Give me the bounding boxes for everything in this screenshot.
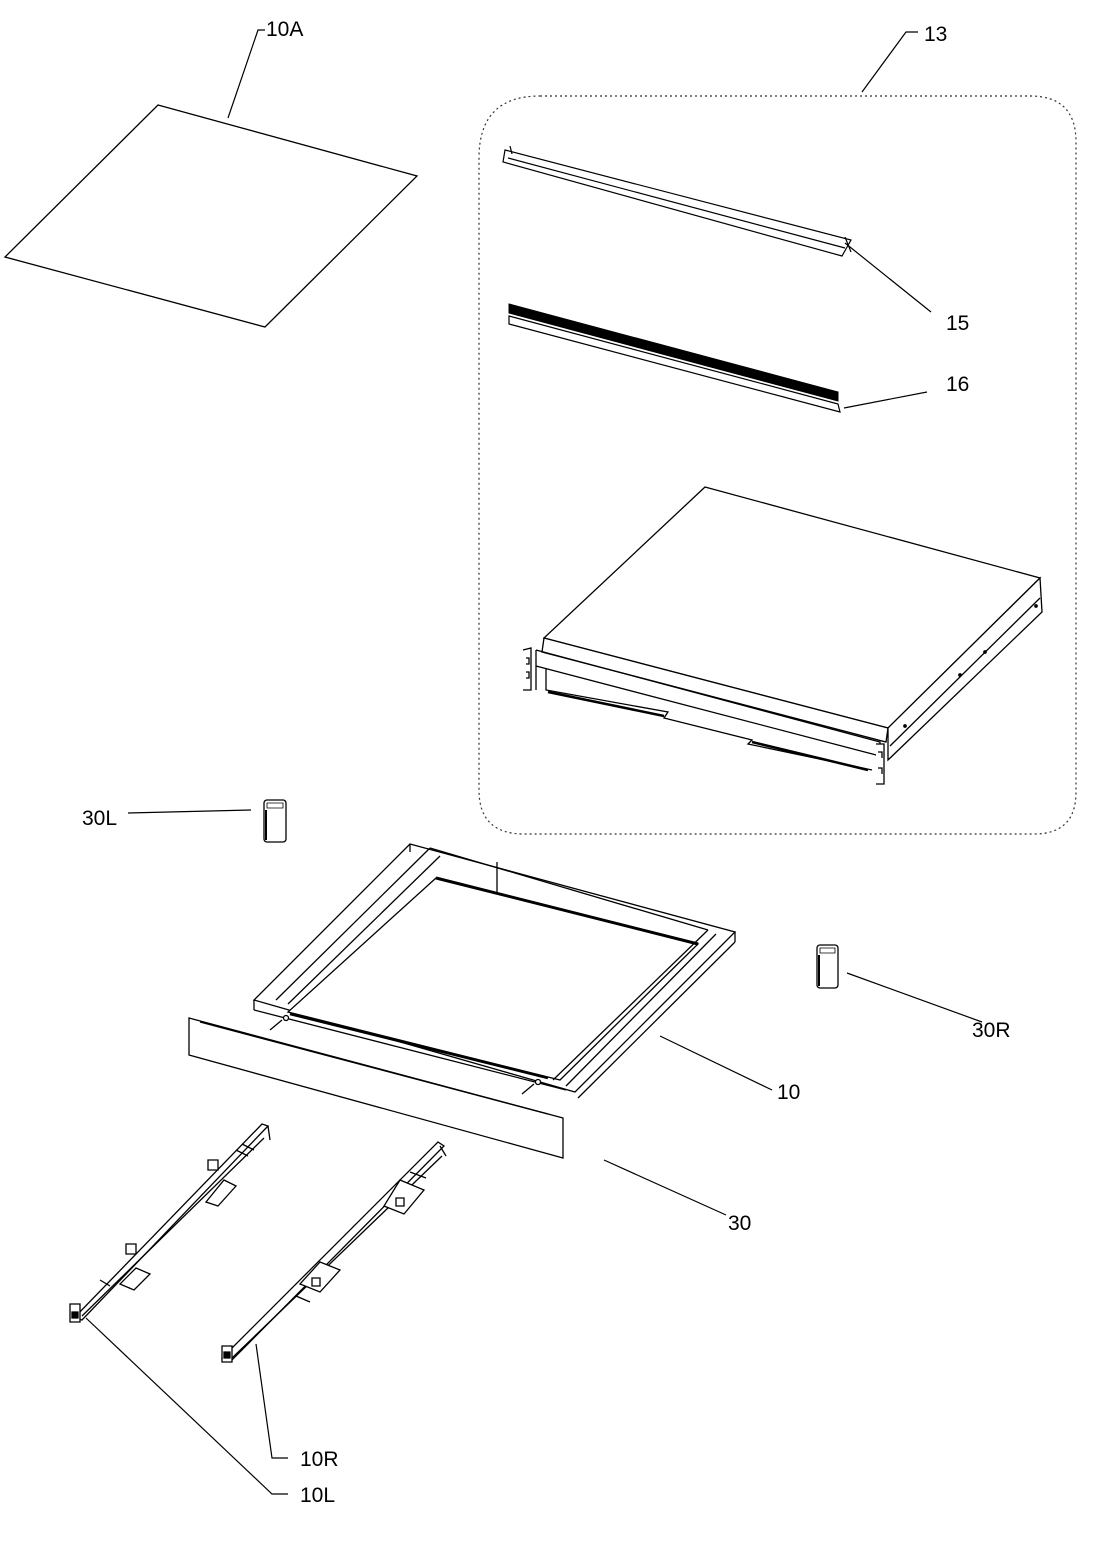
slide-rail-10L: [70, 1124, 270, 1322]
label-30R: 30R: [972, 1019, 1011, 1042]
label-30L: 30L: [82, 807, 118, 830]
label-15: 15: [946, 312, 970, 335]
leader-13: [862, 32, 918, 92]
label-30: 30: [728, 1212, 752, 1235]
label-10R: 10R: [300, 1448, 339, 1471]
leader-10: [660, 1036, 772, 1090]
leader-10L: [86, 1318, 288, 1494]
frame-10: [254, 844, 735, 1098]
cover-assembly: [523, 487, 1042, 784]
group-13-outline: [479, 96, 1076, 834]
leader-10A: [228, 30, 265, 118]
slide-rail-10R: [222, 1142, 446, 1362]
leader-16: [844, 392, 927, 408]
end-cap-30R: [817, 945, 838, 988]
leader-30L: [128, 810, 251, 813]
leader-30R: [847, 973, 982, 1022]
part-15-strip: [503, 146, 851, 256]
label-13: 13: [924, 23, 948, 46]
leader-15: [845, 243, 931, 312]
label-16: 16: [946, 373, 970, 396]
label-10: 10: [777, 1081, 801, 1104]
end-cap-30L: [264, 800, 286, 842]
label-10A: 10A: [266, 18, 304, 41]
part-16-strip: [509, 304, 840, 412]
label-10L: 10L: [300, 1484, 336, 1507]
panel-10A: [5, 105, 417, 327]
leader-10R: [256, 1344, 288, 1458]
front-panel-30: [189, 1018, 563, 1158]
leader-30: [604, 1160, 726, 1215]
